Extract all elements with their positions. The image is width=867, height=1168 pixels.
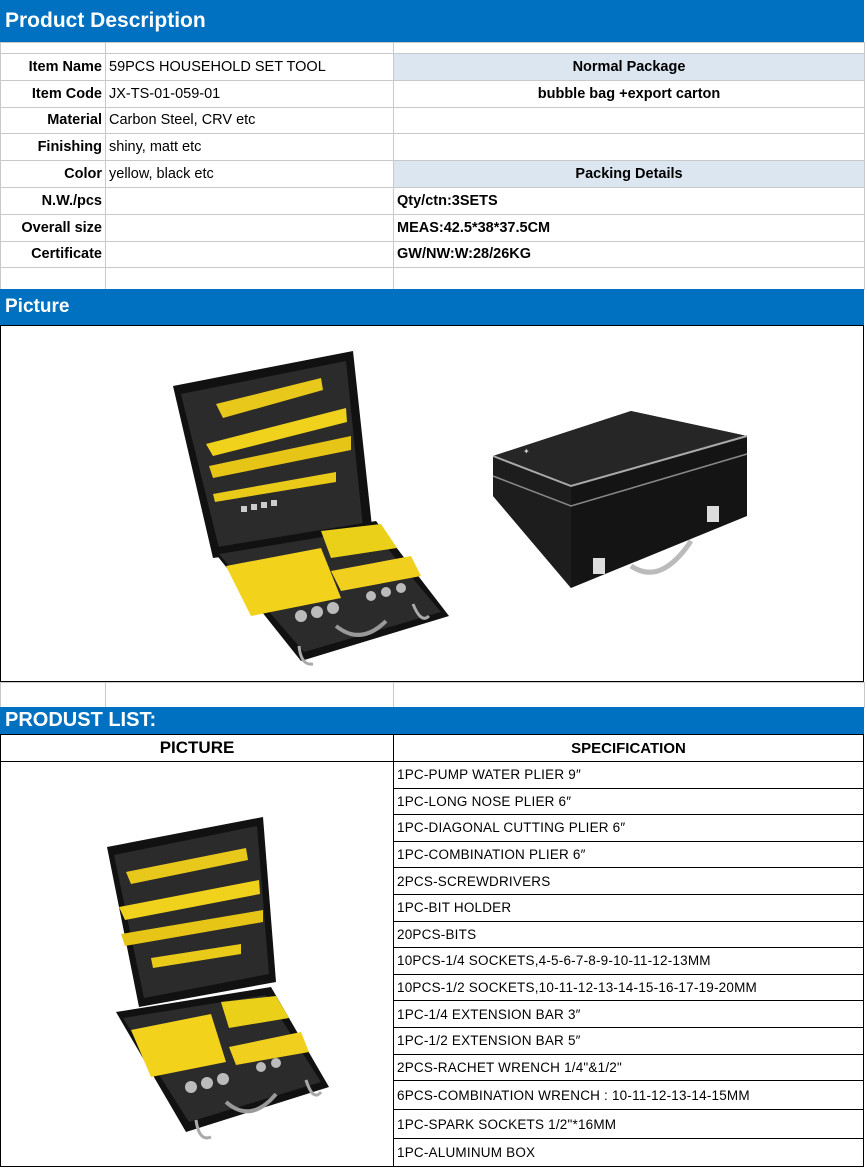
spec-item: 2PCS-RACHET WRENCH 1/4"&1/2" — [394, 1055, 863, 1082]
certificate-label: Certificate — [0, 240, 106, 269]
spacer-row — [0, 42, 865, 54]
finishing-value: shiny, matt etc — [105, 133, 394, 162]
detail-row: Item Name 59PCS HOUSEHOLD SET TOOL Norma… — [0, 53, 865, 81]
material-value: Carbon Steel, CRV etc — [105, 106, 394, 135]
packing-details-header: Packing Details — [393, 160, 865, 188]
detail-row: Color yellow, black etc Packing Details — [0, 160, 865, 188]
nw-value — [105, 186, 394, 215]
spec-item: 20PCS-BITS — [394, 922, 863, 949]
product-description-title: Product Description — [0, 0, 864, 42]
certificate-value — [105, 240, 394, 269]
product-picture-area: ✦ — [0, 325, 864, 682]
detail-row: N.W./pcs Qty/ctn:3SETS — [0, 186, 865, 215]
spec-item: 1PC-PUMP WATER PLIER 9″ — [394, 762, 863, 789]
material-label: Material — [0, 106, 106, 135]
details-table: Item Name 59PCS HOUSEHOLD SET TOOL Norma… — [0, 42, 865, 291]
spec-item: 1PC-LONG NOSE PLIER 6″ — [394, 789, 863, 816]
spec-item: 10PCS-1/2 SOCKETS,10-11-12-13-14-15-16-1… — [394, 975, 863, 1002]
detail-row: Material Carbon Steel, CRV etc — [0, 106, 865, 135]
finishing-label: Finishing — [0, 133, 106, 162]
picture-column-header: PICTURE — [1, 735, 394, 762]
product-list-picture — [1, 762, 394, 1166]
nw-label: N.W./pcs — [0, 186, 106, 215]
product-list-title: PRODUST LIST: — [0, 707, 864, 734]
specification-list: 1PC-PUMP WATER PLIER 9″ 1PC-LONG NOSE PL… — [394, 762, 863, 1166]
package-value: bubble bag +export carton — [393, 79, 865, 108]
gross-net-weight: GW/NW:W:28/26KG — [393, 240, 865, 269]
normal-package-header: Normal Package — [393, 53, 865, 81]
detail-row: Overall size MEAS:42.5*38*37.5CM — [0, 213, 865, 242]
open-toolbox-image — [173, 351, 449, 666]
qty-per-carton: Qty/ctn:3SETS — [393, 186, 865, 215]
item-name-value: 59PCS HOUSEHOLD SET TOOL — [105, 53, 394, 81]
spec-item: 6PCS-COMBINATION WRENCH : 10-11-12-13-14… — [394, 1081, 863, 1111]
specification-column-header: SPECIFICATION — [394, 735, 863, 762]
item-code-label: Item Code — [0, 79, 106, 108]
spec-item: 1PC-DIAGONAL CUTTING PLIER 6″ — [394, 815, 863, 842]
spec-item: 1PC-BIT HOLDER — [394, 895, 863, 922]
spacer-row — [0, 682, 865, 708]
spec-item: 1PC-ALUMINUM BOX — [397, 1144, 536, 1160]
color-label: Color — [0, 160, 106, 188]
item-code-value: JX-TS-01-059-01 — [105, 79, 394, 108]
overall-size-label: Overall size — [0, 213, 106, 242]
spec-item: 2PCS-SCREWDRIVERS — [394, 868, 863, 895]
color-value: yellow, black etc — [105, 160, 394, 188]
spec-item: 1PC-1/4 EXTENSION BAR 3″ — [394, 1001, 863, 1028]
detail-row: Finishing shiny, matt etc — [0, 133, 865, 162]
product-list-table: PICTURE SPECIFICATION — [0, 734, 864, 1167]
open-toolbox-thumbnail — [107, 817, 329, 1140]
closed-case-image: ✦ — [492, 411, 748, 588]
spec-item: 10PCS-1/4 SOCKETS,4-5-6-7-8-9-10-11-12-1… — [394, 948, 863, 975]
detail-row: Item Code JX-TS-01-059-01 bubble bag +ex… — [0, 79, 865, 108]
spacer-row — [0, 267, 865, 291]
spec-item: 1PC-COMBINATION PLIER 6″ — [394, 842, 863, 869]
item-name-label: Item Name — [0, 53, 106, 81]
spec-item: 1PC-1/2 EXTENSION BAR 5″ — [394, 1028, 863, 1055]
spec-item: 1PC-SPARK SOCKETS 1/2"*16MM — [394, 1110, 863, 1140]
detail-row: Certificate GW/NW:W:28/26KG — [0, 240, 865, 269]
empty-cell — [393, 106, 865, 135]
carton-measurement: MEAS:42.5*38*37.5CM — [393, 213, 865, 242]
empty-cell — [393, 133, 865, 162]
svg-text:✦: ✦ — [523, 447, 530, 456]
picture-title: Picture — [0, 289, 864, 325]
overall-size-value — [105, 213, 394, 242]
